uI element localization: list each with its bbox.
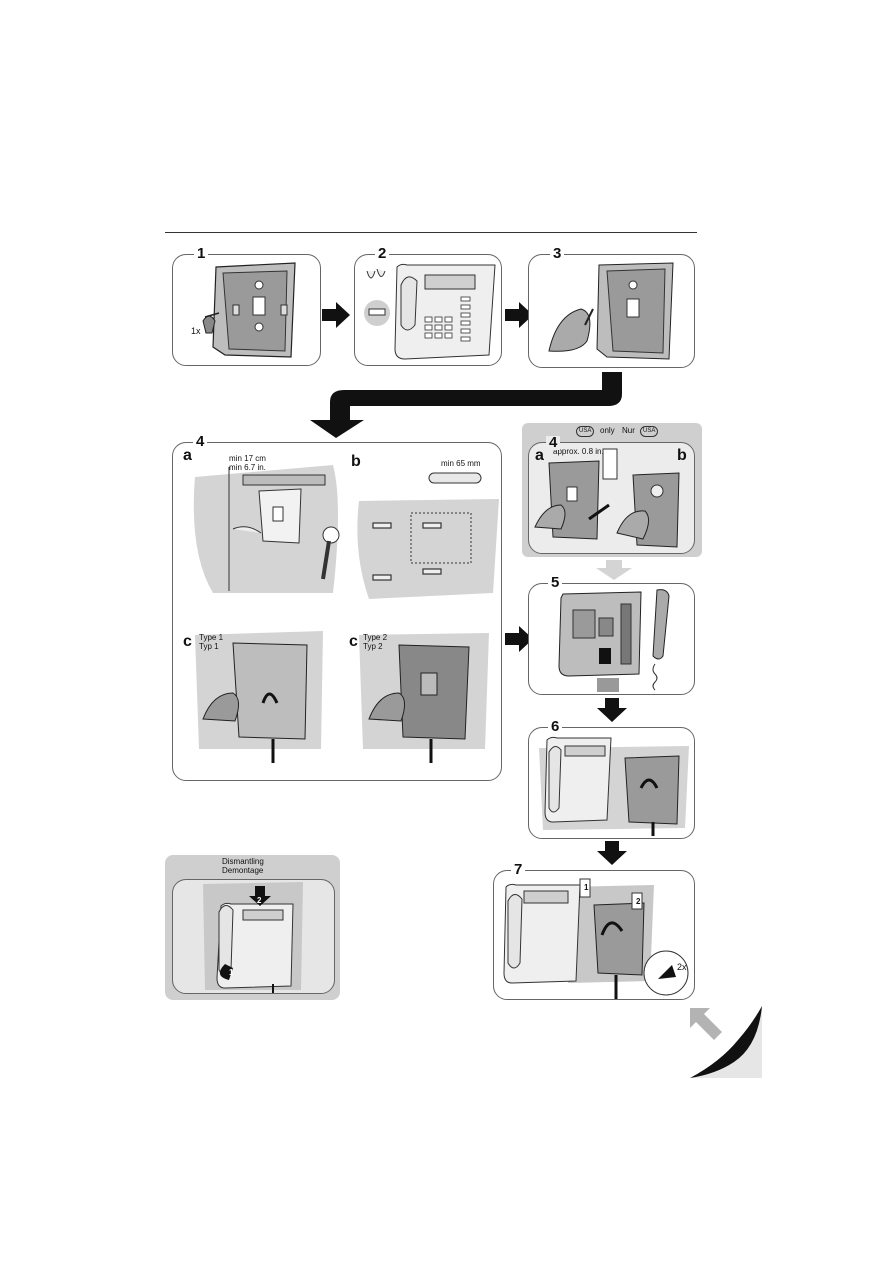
step-6-panel xyxy=(528,727,695,839)
approx-label: approx. 0.8 in. xyxy=(553,447,604,456)
two-x-label: 2x xyxy=(677,962,687,972)
min-6-7-label: min 6.7 in. xyxy=(229,463,266,472)
step-2-number: 2 xyxy=(375,246,390,261)
step-3-panel xyxy=(528,254,695,368)
min-17-label: min 17 cm xyxy=(229,454,266,463)
step-4-illustrations xyxy=(193,465,499,763)
nur-label: Nur xyxy=(622,426,635,435)
sub-label-c-1: c xyxy=(183,633,192,650)
count-label: 1x xyxy=(191,326,201,336)
usa-mounting-illustration xyxy=(534,448,680,548)
step-1-panel: 1x xyxy=(172,254,321,366)
step-4-usa-panel: a b approx. 0.8 in. xyxy=(528,442,695,554)
arrow-right-icon xyxy=(505,626,533,652)
sub-label-a: a xyxy=(183,447,192,464)
phone-mount-illustration xyxy=(539,736,689,836)
arrow-down-icon xyxy=(597,841,627,865)
usa-badge-1: USA xyxy=(576,426,595,437)
arrow-down-icon xyxy=(597,698,627,722)
arrow-right-icon xyxy=(505,302,533,328)
phone-base-illustration xyxy=(364,263,496,360)
phone-final-mount-illustration xyxy=(503,878,689,999)
arrow-right-icon xyxy=(322,302,350,328)
dismantle-illustration xyxy=(203,882,303,993)
sub-label-c-2: c xyxy=(349,633,358,650)
step-1-number: 1 xyxy=(194,246,209,261)
step-7-number: 7 xyxy=(511,862,526,877)
step-4-number: 4 xyxy=(193,434,208,449)
step-7-marker-1: 1 xyxy=(584,883,589,892)
step-5-number: 5 xyxy=(548,575,563,590)
demontage-title: Demontage xyxy=(222,866,264,875)
type-2-label: Type 2 xyxy=(363,633,388,642)
step-2-panel xyxy=(354,254,502,366)
usa-badge-2: USA xyxy=(640,426,659,437)
min-65-label: min 65 mm xyxy=(441,459,481,468)
phone-underside-illustration xyxy=(558,589,670,692)
dismantle-marker-2: 2 xyxy=(257,896,262,905)
header-rule xyxy=(165,232,697,233)
step-6-number: 6 xyxy=(548,719,563,734)
dismantle-marker-1: 1 xyxy=(229,968,234,977)
step-7-marker-2: 2 xyxy=(636,897,641,906)
step-4-panel: a b c c min 17 cm min 6.7 in. min 65 mm … xyxy=(172,442,502,781)
wall-plate-attach-illustration xyxy=(548,262,674,360)
usa-only-label: only xyxy=(600,426,615,435)
step-7-panel: 1 2 2x xyxy=(493,870,695,1000)
sub-label-b: b xyxy=(351,453,361,470)
usa-sub-label-b: b xyxy=(677,447,687,464)
step-4-usa-number: 4 xyxy=(546,435,561,450)
wall-plate-illustration xyxy=(202,262,296,358)
typ-1-label: Typ 1 xyxy=(199,642,219,651)
type-1-label: Type 1 xyxy=(199,633,224,642)
down-arrow-faint-icon xyxy=(596,560,632,580)
step-3-number: 3 xyxy=(550,246,565,261)
typ-2-label: Typ 2 xyxy=(363,642,383,651)
dismantling-title: Dismantling xyxy=(222,857,264,866)
dismantle-panel: 2 1 xyxy=(172,879,335,994)
step-5-panel xyxy=(528,583,695,695)
usa-sub-label-a: a xyxy=(535,447,544,464)
curved-arrow-icon xyxy=(310,372,622,438)
page-corner-icon[interactable] xyxy=(686,1006,764,1080)
